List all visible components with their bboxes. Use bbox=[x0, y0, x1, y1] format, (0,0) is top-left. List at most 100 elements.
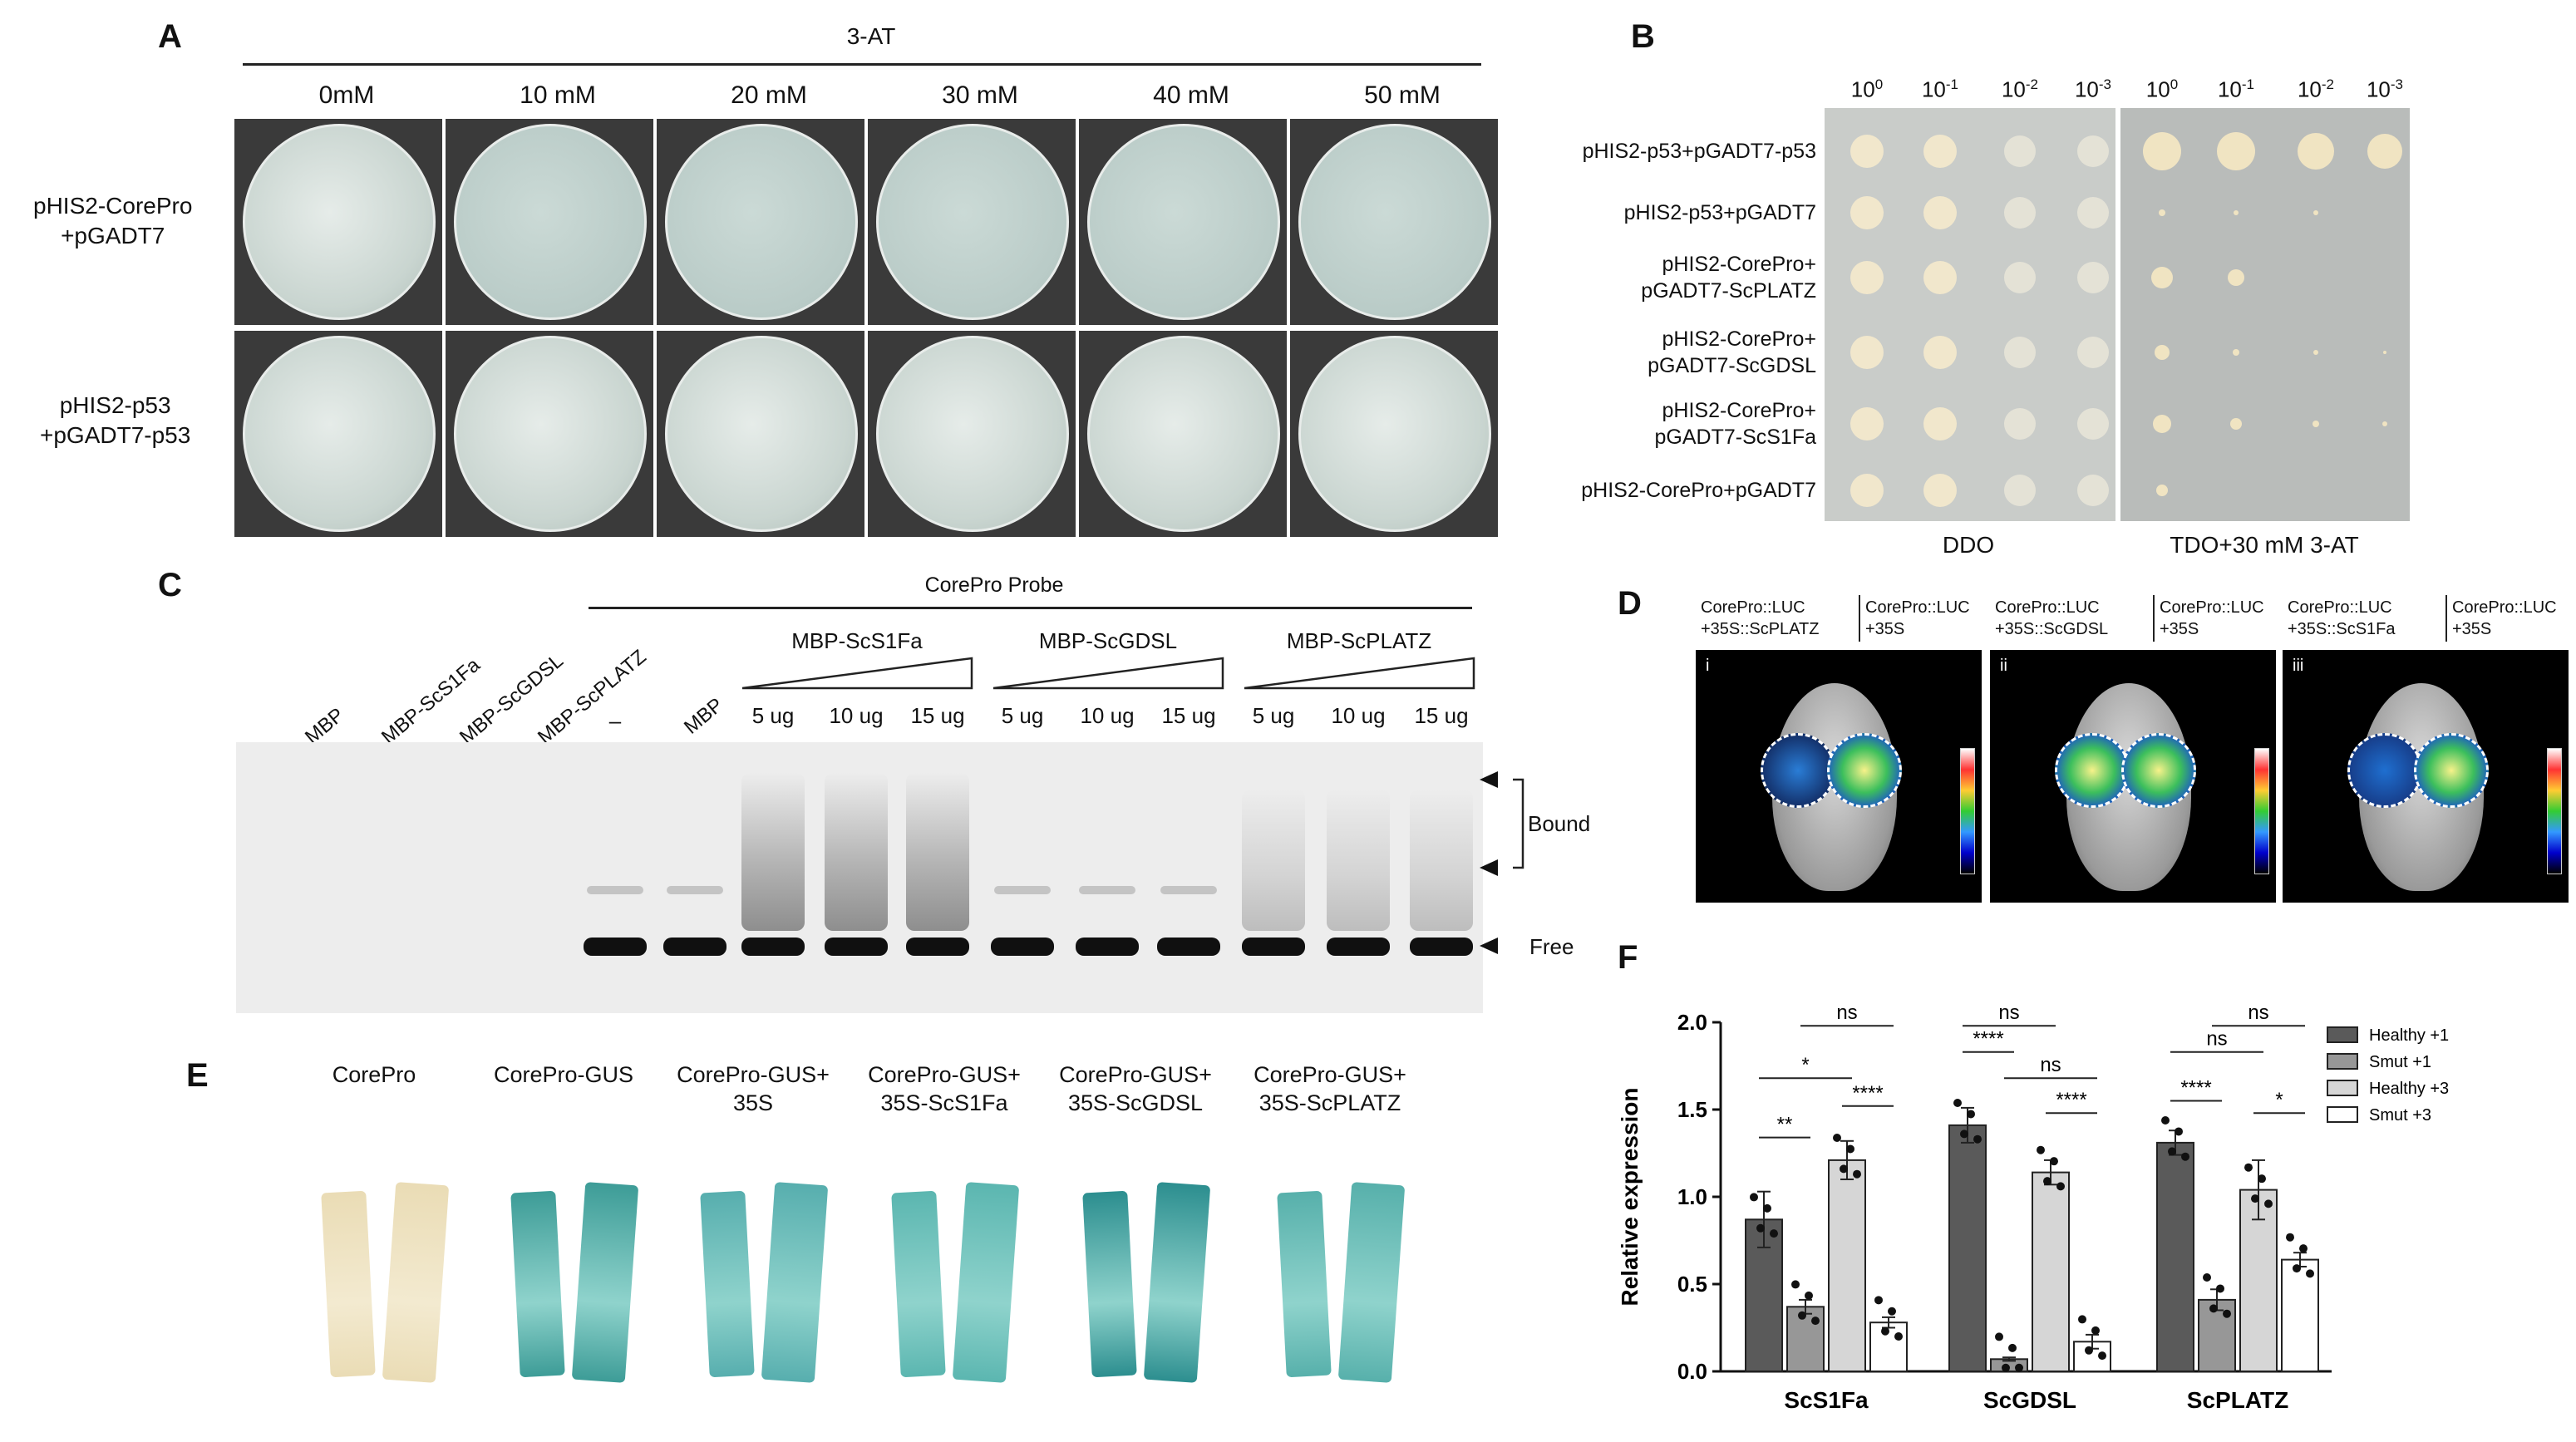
gel-arrows bbox=[1480, 771, 1524, 954]
luc-label-divider bbox=[2445, 595, 2447, 642]
yeast-spot bbox=[2312, 421, 2319, 427]
gus-leaf-strip bbox=[891, 1190, 946, 1378]
plate-photo bbox=[234, 331, 442, 537]
panel-label-b: B bbox=[1631, 18, 1655, 55]
yeast-spot bbox=[2077, 408, 2109, 440]
amount-label: 10 ug bbox=[829, 703, 884, 728]
row-label-corepro: pHIS2-CorePro+pGADT7 bbox=[33, 193, 193, 249]
yeast-spot bbox=[2151, 267, 2173, 288]
infiltration-circle bbox=[1761, 733, 1835, 808]
y-tick-label: 0.5 bbox=[1677, 1272, 1707, 1297]
data-point bbox=[1750, 1193, 1758, 1202]
y-tick-label: 2.0 bbox=[1677, 1010, 1707, 1035]
yeast-spot bbox=[2298, 133, 2334, 170]
yeast-spot bbox=[1923, 407, 1957, 440]
data-point bbox=[2091, 1326, 2100, 1335]
plate-photo bbox=[868, 119, 1076, 325]
data-point bbox=[2050, 1157, 2058, 1166]
yeast-spot bbox=[2077, 197, 2109, 229]
data-point bbox=[1798, 1311, 1806, 1320]
data-point bbox=[2286, 1233, 2294, 1242]
gus-construct-label: CorePro-GUS+35S-ScS1Fa bbox=[868, 1062, 1021, 1115]
data-point bbox=[1960, 1129, 1968, 1139]
bound-arrow-upper bbox=[1480, 771, 1498, 788]
faint-band bbox=[587, 886, 643, 894]
data-point bbox=[1770, 1229, 1778, 1238]
panel-label-e: E bbox=[186, 1057, 209, 1094]
plate-photo bbox=[234, 119, 442, 325]
data-point bbox=[2037, 1145, 2045, 1154]
agar-plate bbox=[454, 124, 647, 320]
plate-photo bbox=[657, 119, 864, 325]
agar-plate bbox=[665, 124, 858, 320]
data-point bbox=[1973, 1134, 1982, 1144]
gus-leaf-strip bbox=[382, 1182, 450, 1383]
yeast-spot bbox=[2004, 337, 2036, 368]
gus-construct-label: CorePro-GUS+35S bbox=[677, 1062, 830, 1115]
data-point bbox=[2002, 1363, 2010, 1372]
shifted-smear bbox=[825, 773, 888, 931]
plate-photo bbox=[446, 119, 653, 325]
shifted-smear bbox=[906, 773, 969, 931]
gus-construct-label: CorePro bbox=[332, 1062, 416, 1087]
luc-label-divider bbox=[1859, 595, 1860, 642]
dilution-label: 10-3 bbox=[2074, 76, 2112, 102]
plate-photo bbox=[1290, 331, 1498, 537]
gradient-wedge bbox=[1244, 657, 1475, 690]
yeast-spot bbox=[2313, 350, 2318, 355]
gus-leaf-strip bbox=[1082, 1190, 1137, 1378]
yeast-row-label: pHIS2-p53+pGADT7 bbox=[1623, 201, 1816, 224]
significance-label: ns bbox=[2248, 1002, 2268, 1024]
faint-band bbox=[1079, 886, 1135, 894]
protein-group-label: MBP-ScGDSL bbox=[1038, 628, 1178, 653]
concentration-label: 10 mM bbox=[520, 81, 596, 109]
plate-photo bbox=[1079, 119, 1287, 325]
faint-band bbox=[994, 886, 1051, 894]
yeast-spot bbox=[1923, 135, 1957, 168]
free-label: Free bbox=[1529, 934, 1574, 959]
yeast-spot bbox=[2077, 262, 2109, 293]
faint-band bbox=[1160, 886, 1217, 894]
yeast-spot bbox=[2313, 210, 2318, 215]
concentration-label: 30 mM bbox=[942, 81, 1018, 109]
condition-ddo: DDO bbox=[1942, 532, 1995, 558]
plate-photo bbox=[446, 331, 653, 537]
condition-tdo: TDO+30 mM 3-AT bbox=[2170, 532, 2359, 558]
luc-construct-right: CorePro::LUC+35S bbox=[1865, 598, 1970, 638]
plate-photo bbox=[657, 331, 864, 537]
free-probe-band bbox=[584, 938, 647, 956]
plate-photo bbox=[868, 331, 1076, 537]
agar-plate bbox=[1087, 336, 1280, 532]
yeast-spot bbox=[1923, 336, 1957, 369]
gus-construct-label: CorePro-GUS+35S-ScGDSL bbox=[1059, 1062, 1212, 1115]
ddo-plate bbox=[1825, 108, 2115, 521]
yeast-spot bbox=[2382, 421, 2387, 426]
data-point bbox=[2209, 1304, 2218, 1313]
data-point bbox=[2078, 1315, 2086, 1324]
data-point bbox=[2223, 1309, 2231, 1318]
data-point bbox=[2299, 1244, 2308, 1253]
yeast-spot bbox=[1850, 135, 1884, 168]
data-point bbox=[2244, 1163, 2253, 1172]
data-point bbox=[2306, 1269, 2314, 1278]
yeast-spot bbox=[2155, 345, 2170, 360]
significance-label: ns bbox=[2040, 1054, 2061, 1076]
concentration-label: 0mM bbox=[318, 81, 375, 109]
data-point bbox=[2043, 1177, 2051, 1186]
color-scale-bar bbox=[2547, 748, 2562, 874]
color-scale-bar bbox=[1960, 748, 1975, 874]
dilution-label: 100 bbox=[2145, 76, 2179, 102]
shifted-smear bbox=[1327, 790, 1390, 931]
protein-group-label: MBP-ScPLATZ bbox=[1286, 628, 1432, 653]
shifted-smear bbox=[1242, 790, 1305, 931]
concentration-label: 40 mM bbox=[1153, 81, 1229, 109]
luc-construct-left: CorePro::LUC+35S::ScS1Fa bbox=[2288, 598, 2396, 638]
significance-label: **** bbox=[2056, 1089, 2086, 1111]
gus-leaf-strip bbox=[510, 1190, 565, 1378]
yeast-spot bbox=[2143, 132, 2181, 170]
yeast-spot bbox=[2153, 415, 2171, 433]
luc-construct-left: CorePro::LUC+35S::ScGDSL bbox=[1995, 598, 2109, 638]
data-point bbox=[2203, 1273, 2211, 1282]
data-point bbox=[1853, 1169, 1861, 1179]
